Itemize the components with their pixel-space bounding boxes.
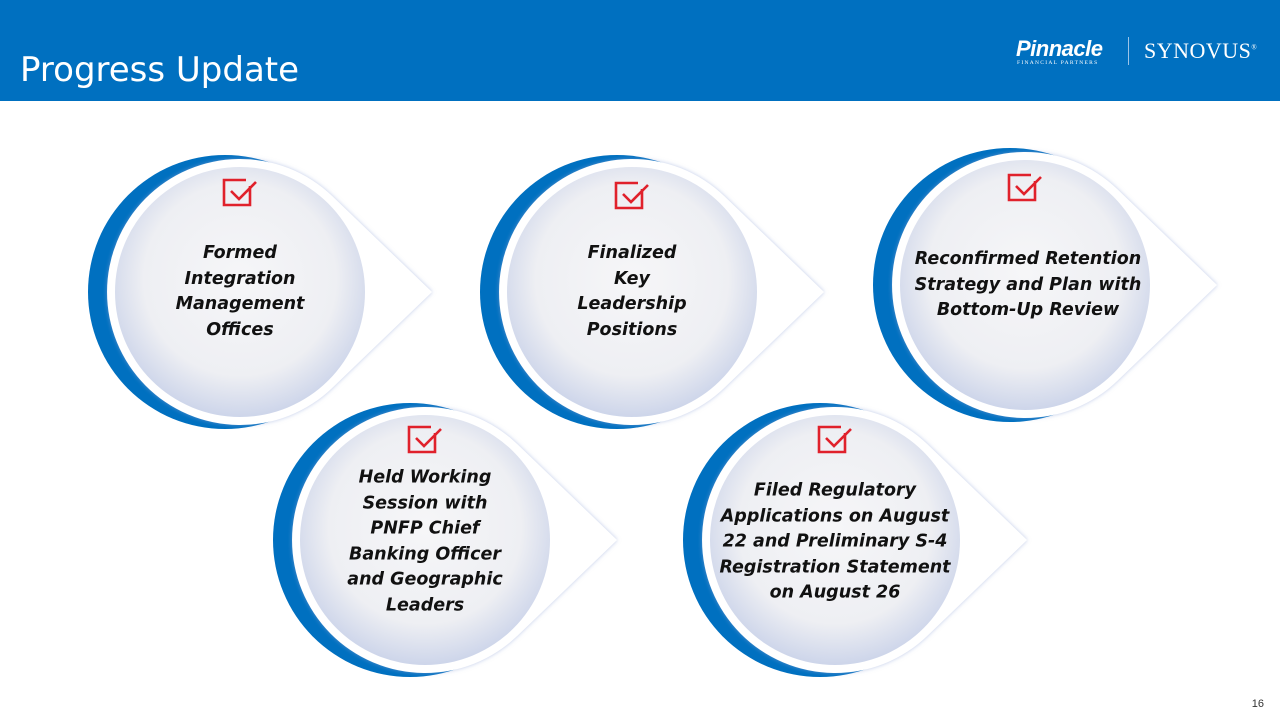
checkbox-checked-icon — [222, 178, 257, 207]
node-label: Held Working Session with PNFP Chief Ban… — [347, 467, 503, 616]
progress-node — [683, 403, 1027, 677]
header-bar: Progress Update Pinnacle FINANCIAL PARTN… — [0, 0, 1280, 101]
checkbox-checked-icon — [1007, 173, 1042, 202]
node-label: Finalized Key Leadership Positions — [577, 243, 687, 340]
checkbox-checked-icon — [407, 425, 442, 454]
progress-node — [88, 155, 433, 429]
node-label: Reconfirmed Retention Strategy and Plan … — [914, 248, 1142, 320]
node-inner-circle — [710, 415, 960, 665]
checkbox-checked-icon — [817, 425, 852, 454]
pinnacle-logo-subtitle: FINANCIAL PARTNERS — [1017, 60, 1099, 66]
checkbox-checked-icon — [614, 181, 649, 210]
logo-divider — [1128, 37, 1129, 65]
node-inner-circle — [300, 415, 550, 665]
node-label: Formed Integration Management Offices — [175, 243, 305, 340]
page-number: 16 — [1251, 698, 1264, 710]
page-title: Progress Update — [20, 50, 300, 90]
progress-node — [480, 155, 825, 429]
progress-node — [273, 403, 618, 677]
pinnacle-logo: Pinnacle — [1016, 36, 1103, 61]
synovus-logo-text: SYNOVUS — [1144, 38, 1252, 63]
node-label: Filed Regulatory Applications on August … — [719, 480, 951, 603]
node-inner-circle — [900, 160, 1150, 410]
synovus-logo: SYNOVUS® — [1144, 38, 1258, 63]
node-inner-circle — [507, 167, 757, 417]
node-inner-circle — [115, 167, 365, 417]
progress-node — [873, 148, 1217, 422]
